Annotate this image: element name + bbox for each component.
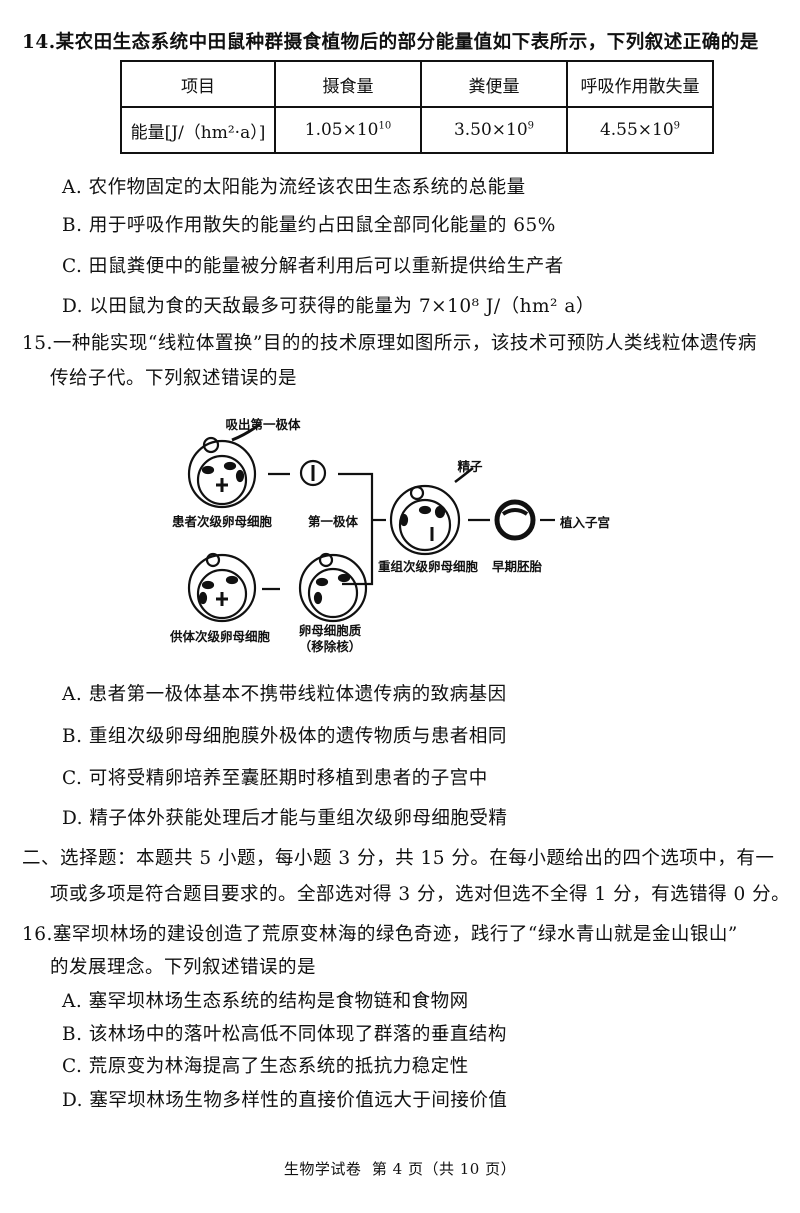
- table-row-label: 能量[J/（hm²·a）]: [120, 106, 276, 154]
- label-first-polar-body: 第一极体: [307, 514, 359, 529]
- table-header: 粪便量: [420, 60, 568, 108]
- q14-stem: 14.某农田生态系统中田鼠种群摄食植物后的部分能量值如下表所示，下列叙述正确的是: [22, 32, 759, 53]
- q14-option-c: C. 田鼠粪便中的能量被分解者利用后可以重新提供给生产者: [62, 256, 564, 277]
- q15-option-b: B. 重组次级卵母细胞膜外极体的遗传物质与患者相同: [62, 726, 507, 747]
- label-patient-oocyte: 患者次级卵母细胞: [171, 514, 273, 529]
- table-cell: 4.55×109: [566, 106, 714, 154]
- q16-option-c: C. 荒原变为林海提高了生态系统的抵抗力稳定性: [62, 1056, 469, 1077]
- q14-option-a: A. 农作物固定的太阳能为流经该农田生态系统的总能量: [62, 177, 526, 198]
- q15-stem-line1: 15.一种能实现“线粒体置换”目的的技术原理如图所示，该技术可预防人类线粒体遗传…: [22, 333, 757, 354]
- label-reconstructed-oocyte: 重组次级卵母细胞: [377, 559, 479, 574]
- table-cell: 1.05×1010: [274, 106, 422, 154]
- label-sperm: 精子: [457, 459, 483, 474]
- q14-table: 项目 摄食量 粪便量 呼吸作用散失量 能量[J/（hm²·a）] 1.05×10…: [120, 60, 714, 154]
- label-donor-oocyte: 供体次级卵母细胞: [169, 629, 271, 644]
- label-nucleus-removed: （移除核）: [298, 639, 362, 654]
- q16-stem-line1: 16.塞罕坝林场的建设创造了荒原变林海的绿色奇迹，践行了“绿水青山就是金山银山”: [22, 924, 738, 945]
- q15-option-c: C. 可将受精卵培养至囊胚期时移植到患者的子宫中: [62, 768, 488, 789]
- q14-option-d: D. 以田鼠为食的天敌最多可获得的能量为 7×10⁸ J/（hm² a）: [62, 296, 595, 317]
- table-header: 项目: [120, 60, 276, 108]
- label-aspirate-polar-body: 吸出第一极体: [225, 417, 301, 432]
- page-footer: 生物学试卷 第 4 页（共 10 页）: [283, 1160, 517, 1178]
- label-early-embryo: 早期胚胎: [491, 559, 543, 574]
- q15-option-d: D. 精子体外获能处理后才能与重组次级卵母细胞受精: [62, 808, 508, 829]
- q16-option-a: A. 塞罕坝林场生态系统的结构是食物链和食物网: [62, 991, 469, 1012]
- q16-option-d: D. 塞罕坝林场生物多样性的直接价值远大于间接价值: [62, 1090, 508, 1111]
- section2-instructions-line2: 项或多项是符合题目要求的。全部选对得 3 分，选对但选不全得 1 分，有选错得 …: [50, 884, 791, 905]
- table-cell: 3.50×109: [420, 106, 568, 154]
- q15-stem-line2: 传给子代。下列叙述错误的是: [50, 368, 298, 389]
- section2-instructions-line1: 二、选择题：本题共 5 小题，每小题 3 分，共 15 分。在每小题给出的四个选…: [22, 848, 775, 869]
- table-header: 呼吸作用散失量: [566, 60, 714, 108]
- label-implant-uterus: 植入子宫: [559, 515, 611, 530]
- q14-option-b: B. 用于呼吸作用散失的能量约占田鼠全部同化能量的 65%: [62, 215, 556, 236]
- mitochondria-replacement-diagram: [187, 422, 555, 623]
- table-header: 摄食量: [274, 60, 422, 108]
- q16-stem-line2: 的发展理念。下列叙述错误的是: [50, 957, 317, 978]
- q16-option-b: B. 该林场中的落叶松高低不同体现了群落的垂直结构: [62, 1024, 507, 1045]
- label-cytoplasm: 卵母细胞质: [298, 623, 362, 638]
- q15-option-a: A. 患者第一极体基本不携带线粒体遗传病的致病基因: [62, 684, 507, 705]
